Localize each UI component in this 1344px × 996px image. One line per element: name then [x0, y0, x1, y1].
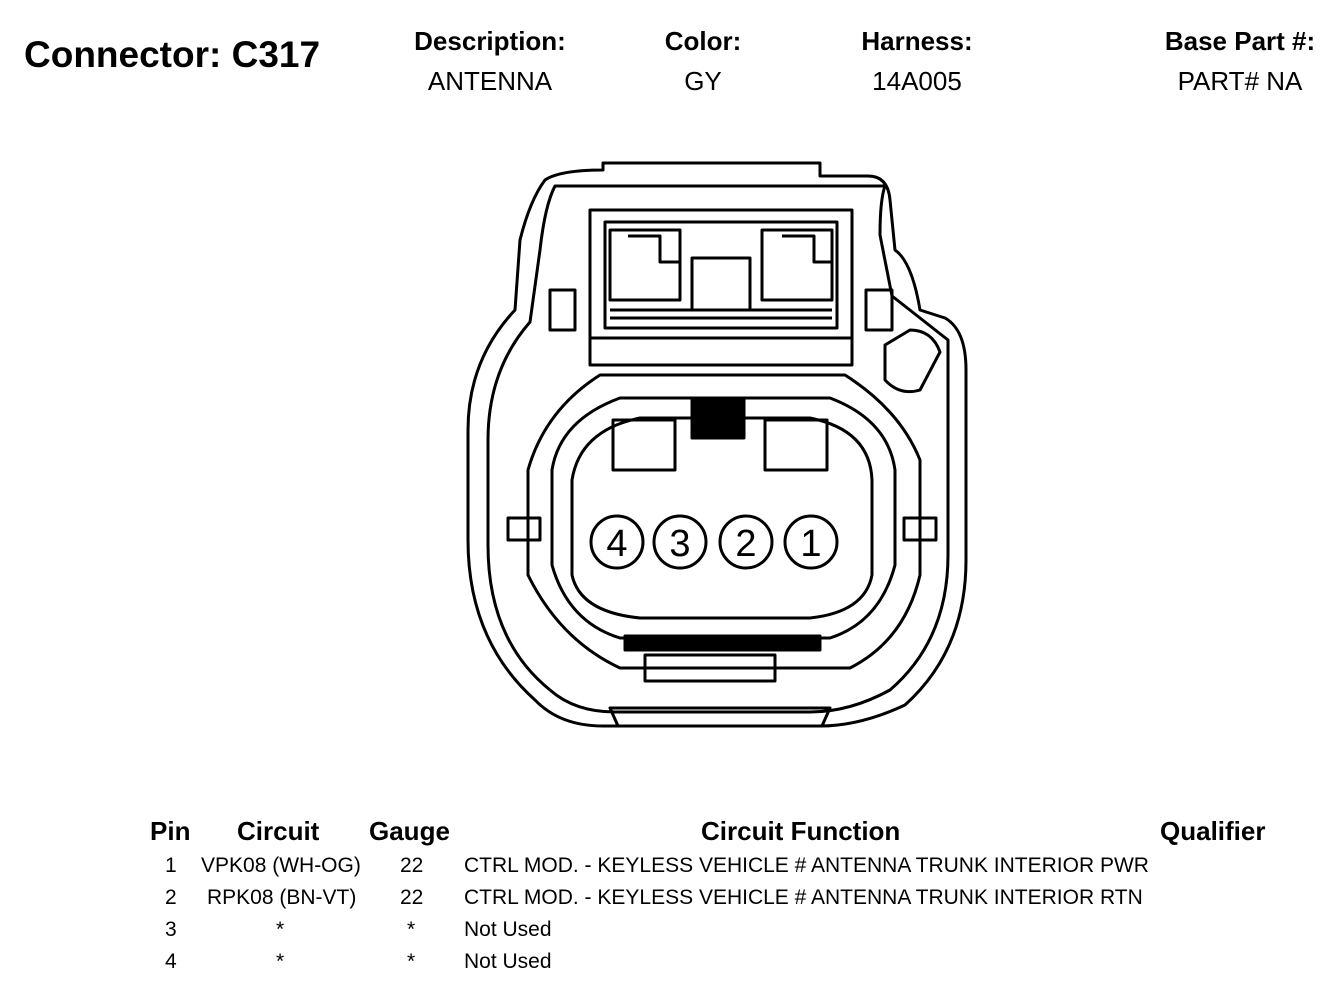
base-part-value: PART# NA: [1177, 66, 1303, 96]
latch-side-right: [864, 288, 894, 332]
bottom-lip: [608, 706, 832, 728]
pin-4-label: 4: [606, 523, 627, 565]
color-block: Color: GY: [628, 26, 778, 97]
housing-outline-inner: [486, 184, 950, 714]
row-2-function: CTRL MOD. - KEYLESS VEHICLE # ANTENNA TR…: [464, 886, 1143, 909]
row-2-circuit: RPK08 (BN-VT): [207, 886, 357, 909]
row-3-circuit: *: [276, 918, 285, 941]
latch-detail-right: [760, 228, 834, 302]
row-4-circuit: *: [276, 950, 285, 973]
pin-3-circle: [652, 514, 708, 570]
row-3-pin: 3: [165, 918, 177, 941]
mating-face-inner: [550, 396, 897, 640]
key-bottom: [623, 634, 822, 652]
key-center-top: [690, 396, 746, 440]
harness-label: Harness:: [861, 26, 973, 56]
latch-center: [690, 256, 752, 312]
row-1-circuit: VPK08 (WH-OG): [201, 854, 361, 877]
color-label: Color:: [664, 26, 742, 56]
side-key-left: [506, 516, 542, 542]
row-1-function: CTRL MOD. - KEYLESS VEHICLE # ANTENNA TR…: [464, 854, 1149, 877]
row-1-pin: 1: [165, 854, 177, 877]
pin-3-label: 3: [669, 523, 690, 565]
base-part-block: Base Part #: PART# NA: [1140, 26, 1340, 97]
header-circuit: Circuit: [237, 816, 320, 846]
header-circuit-function: Circuit Function: [701, 816, 901, 846]
latch-inner-frame: [603, 220, 839, 330]
pin-2-circle: [718, 514, 774, 570]
row-3-function: Not Used: [464, 918, 552, 941]
description-value: ANTENNA: [427, 66, 553, 96]
row-1-gauge: 22: [400, 854, 424, 877]
row-4-pin: 4: [165, 950, 177, 973]
pin-1-label: 1: [800, 523, 821, 565]
row-4-function: Not Used: [464, 950, 552, 973]
base-part-label: Base Part #:: [1164, 26, 1316, 56]
latch-side-left: [548, 288, 577, 332]
lock-tab: [883, 328, 942, 394]
pin-cavity: [570, 416, 874, 620]
pin-group: [589, 514, 839, 570]
row-4-gauge: *: [407, 950, 416, 973]
description-block: Description: ANTENNA: [380, 26, 600, 97]
harness-value: 14A005: [872, 66, 962, 96]
side-key-right: [902, 516, 938, 542]
color-value: GY: [684, 66, 722, 96]
bottom-rail: [643, 653, 777, 683]
header-gauge: Gauge: [369, 816, 450, 846]
pin-1-circle: [783, 514, 839, 570]
row-2-gauge: 22: [400, 886, 424, 909]
key-top-left: [611, 418, 677, 472]
key-top-right: [763, 418, 829, 472]
row-3-gauge: *: [407, 918, 416, 941]
header-qualifier: Qualifier: [1160, 816, 1266, 846]
description-label: Description:: [414, 26, 566, 56]
mating-face-outer: [526, 373, 922, 670]
latch-detail-left: [608, 228, 682, 302]
pin-2-label: 2: [735, 523, 756, 565]
header-pin: Pin: [150, 816, 191, 846]
connector-title: Connector: C317: [24, 34, 321, 75]
housing-outline: [466, 161, 968, 728]
harness-block: Harness: 14A005: [812, 26, 1022, 97]
row-2-pin: 2: [165, 886, 177, 909]
pin-4-circle: [589, 514, 645, 570]
latch-shelf: [588, 336, 854, 367]
